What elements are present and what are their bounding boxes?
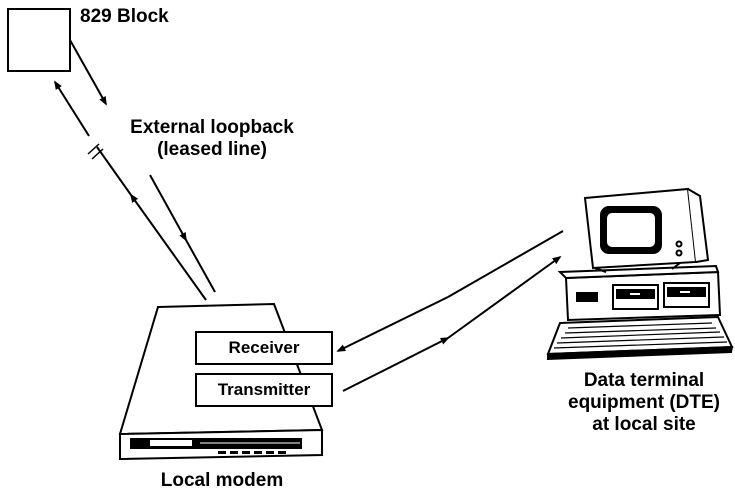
local-modem-label: Local modem	[160, 470, 284, 491]
monitor-stand	[594, 267, 607, 273]
dte-label-line3: at local site	[592, 414, 696, 435]
transmitter-box	[195, 373, 333, 407]
receiver-box	[195, 331, 333, 365]
transmitter-to-dte-line	[342, 255, 562, 392]
monitor-stand-right	[671, 262, 681, 270]
dte-label-line2: equipment (DTE)	[568, 392, 720, 413]
line-break-mark	[87, 143, 104, 160]
receiver-label: Receiver	[228, 338, 300, 357]
transmitter-label: Transmitter	[217, 380, 311, 399]
block-829-label: 829 Block	[80, 6, 169, 27]
loopback-return-line	[54, 80, 207, 301]
dte-label-line1: Data terminal	[583, 370, 705, 391]
dte-to-receiver-line	[336, 230, 564, 352]
block-829-box	[7, 8, 71, 72]
loopback-label-line2: (leased line)	[157, 139, 267, 160]
loopback-outgoing-line	[69, 39, 216, 293]
dte-computer-icon	[546, 187, 734, 361]
loopback-label-line1: External loopback	[130, 117, 294, 138]
